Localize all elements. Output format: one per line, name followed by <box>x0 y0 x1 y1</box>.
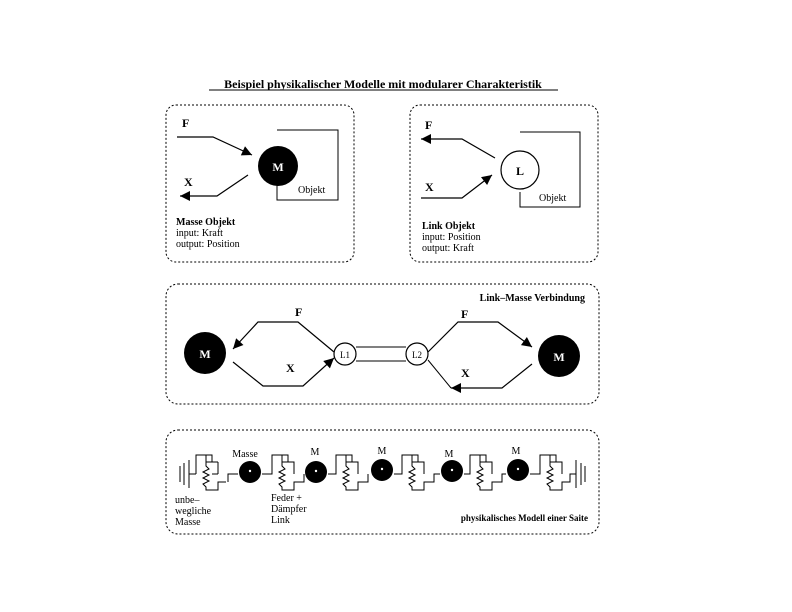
connection-right-force-arrow <box>427 321 533 353</box>
fixed-mass-left <box>179 460 196 488</box>
connection-left-mass-label: M <box>199 347 210 361</box>
diagram-title: Beispiel physikalischer Modelle mit modu… <box>224 77 542 91</box>
string-mass-2-dot <box>314 469 318 473</box>
string-model-caption: physikalisches Modell einer Saite <box>461 513 588 523</box>
connection-link-1-label: L1 <box>340 350 350 360</box>
panel-string-model: Masse M M M M unbe– wegliche Masse Feder… <box>165 429 600 535</box>
spring-damper-link-1 <box>195 454 226 491</box>
spring-damper-link-2 <box>227 473 238 482</box>
string-mass-5-dot <box>516 467 520 471</box>
mass-object-label: Objekt <box>298 185 325 196</box>
fixed-mass-right <box>575 460 586 488</box>
link-x-label: X <box>425 180 434 194</box>
string-mass-label: M <box>378 446 387 457</box>
string-mass-label: M <box>311 447 320 458</box>
string-mass-1-dot <box>248 469 252 473</box>
string-mass-label-first: Masse <box>232 449 258 460</box>
mass-caption-input: input: Kraft <box>176 228 223 239</box>
connection-link-2 <box>405 342 429 366</box>
panel-link-border <box>409 104 599 263</box>
mass-object-frame <box>276 129 339 201</box>
panel-link-object: L F X Objekt Link Objekt input: Position… <box>409 104 599 263</box>
fixed-mass-caption-line: wegliche <box>175 506 212 517</box>
connection-link-2-label: L2 <box>412 350 422 360</box>
connection-right-position-arrow <box>451 363 533 393</box>
spring-caption-line: Link <box>271 515 290 526</box>
connection-f-left: F <box>295 305 302 319</box>
link-node-label: L <box>516 164 524 178</box>
mass-caption-output: output: Position <box>176 239 240 250</box>
string-mass-label: M <box>512 446 521 457</box>
panel-mass-object: M F X Objekt Masse Objekt input: Kraft o… <box>165 104 355 263</box>
mass-x-label: X <box>184 175 193 189</box>
connection-left-force-arrow <box>232 321 335 353</box>
mass-caption-title: Masse Objekt <box>176 217 236 228</box>
link-object-label: Objekt <box>539 193 566 204</box>
connection-left-position-arrow <box>232 357 335 387</box>
link-f-label: F <box>425 118 432 132</box>
fixed-mass-caption-line: unbe– <box>175 495 200 506</box>
mass-f-label: F <box>182 116 189 130</box>
connection-right-mass-label: M <box>553 350 564 364</box>
connection-x-right: X <box>461 366 470 380</box>
panel-connection-border <box>165 283 600 405</box>
link-caption-title: Link Objekt <box>422 221 476 232</box>
string-mass-4-dot <box>450 468 454 472</box>
link-force-arrow <box>421 134 496 159</box>
link-position-arrow <box>421 174 493 199</box>
string-mass-3-dot <box>380 467 384 471</box>
mass-position-arrow <box>180 174 249 201</box>
mass-node-label: M <box>272 160 283 174</box>
mass-force-arrow <box>177 136 253 156</box>
connection-right-mass <box>538 335 580 377</box>
panel-string-border <box>165 429 600 535</box>
connection-link-1 <box>333 342 357 366</box>
spring-caption-line: Feder + <box>271 493 302 504</box>
panel-link-mass-connection: Link–Masse Verbindung M M L1 L2 F X F X <box>165 283 600 405</box>
connection-right-return-line <box>427 359 452 389</box>
spring-damper-link-6 <box>464 454 506 491</box>
connection-title: Link–Masse Verbindung <box>480 293 585 304</box>
mass-node <box>258 146 298 186</box>
link-caption-output: output: Kraft <box>422 243 474 254</box>
spring-damper-link-4 <box>328 454 369 491</box>
connection-left-mass <box>184 332 226 374</box>
panel-mass-border <box>165 104 355 263</box>
link-node <box>500 150 540 190</box>
string-mass-label: M <box>445 449 454 460</box>
link-object-frame <box>519 131 581 208</box>
fixed-mass-caption-line: Masse <box>175 517 201 528</box>
connection-f-right: F <box>461 307 468 321</box>
spring-damper-link-3 <box>262 454 305 491</box>
link-caption-input: input: Position <box>422 232 481 243</box>
spring-damper-link-7 <box>530 454 576 491</box>
spring-caption-line: Dämpfer <box>271 504 307 515</box>
connection-x-left: X <box>286 361 295 375</box>
spring-damper-link-5 <box>394 454 440 491</box>
